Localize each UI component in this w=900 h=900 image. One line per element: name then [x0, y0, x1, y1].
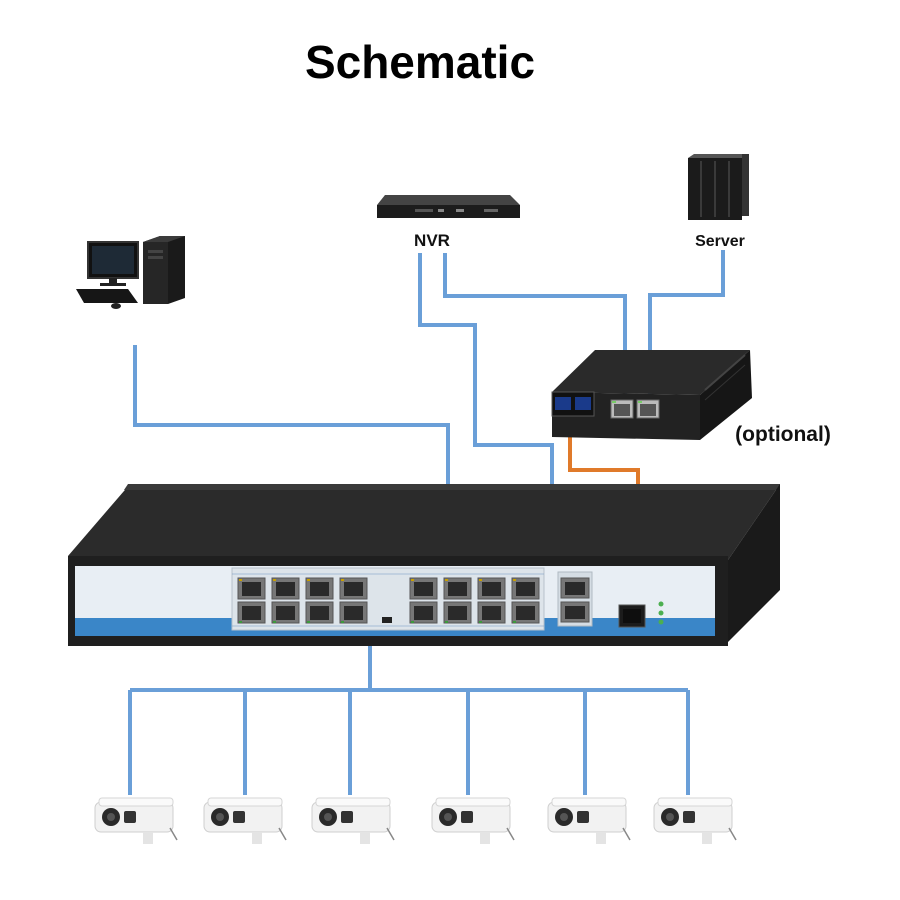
server-rack-icon: [688, 154, 749, 220]
switch-port: [271, 601, 300, 624]
switch-port: [339, 601, 368, 624]
switch-port: [409, 577, 438, 600]
extend-switch-toggle: [382, 617, 392, 623]
bullet-camera-icon: [203, 797, 287, 844]
switch-port: [271, 577, 300, 600]
server-label: Server: [695, 233, 745, 250]
switch-port: [511, 601, 540, 624]
switch-port: [409, 601, 438, 624]
switch-port: [305, 577, 334, 600]
sfp-port: [618, 604, 646, 628]
nvr-recorder-icon: [377, 195, 520, 218]
status-leds: [658, 601, 664, 625]
switch-port: [477, 577, 506, 600]
bullet-camera-icon: [311, 797, 395, 844]
switch-port: [237, 601, 266, 624]
switch-port: [305, 601, 334, 624]
bullet-camera-icon: [94, 797, 178, 844]
uplink-port: [560, 601, 590, 623]
nvr-label: NVR: [414, 231, 450, 250]
uplink-ports: [557, 571, 593, 627]
switch-port: [339, 577, 368, 600]
uplink-port: [560, 577, 590, 599]
desktop-computer-icon: [76, 236, 185, 309]
diagram-title: Schematic: [305, 36, 535, 88]
switch-port: [511, 577, 540, 600]
poe-switch-icon: [68, 484, 780, 646]
switch-port: [443, 577, 472, 600]
poe-port-grid: [237, 577, 540, 624]
switch-port: [477, 601, 506, 624]
switch-port: [237, 577, 266, 600]
bullet-camera-icon: [547, 797, 631, 844]
bullet-camera-icon: [431, 797, 515, 844]
optional-label: (optional): [735, 423, 831, 446]
cable-nvr-to-switch: [418, 253, 554, 575]
switch-port: [443, 601, 472, 624]
bullet-camera-icon: [653, 797, 737, 844]
media-converter-icon: [551, 350, 752, 440]
